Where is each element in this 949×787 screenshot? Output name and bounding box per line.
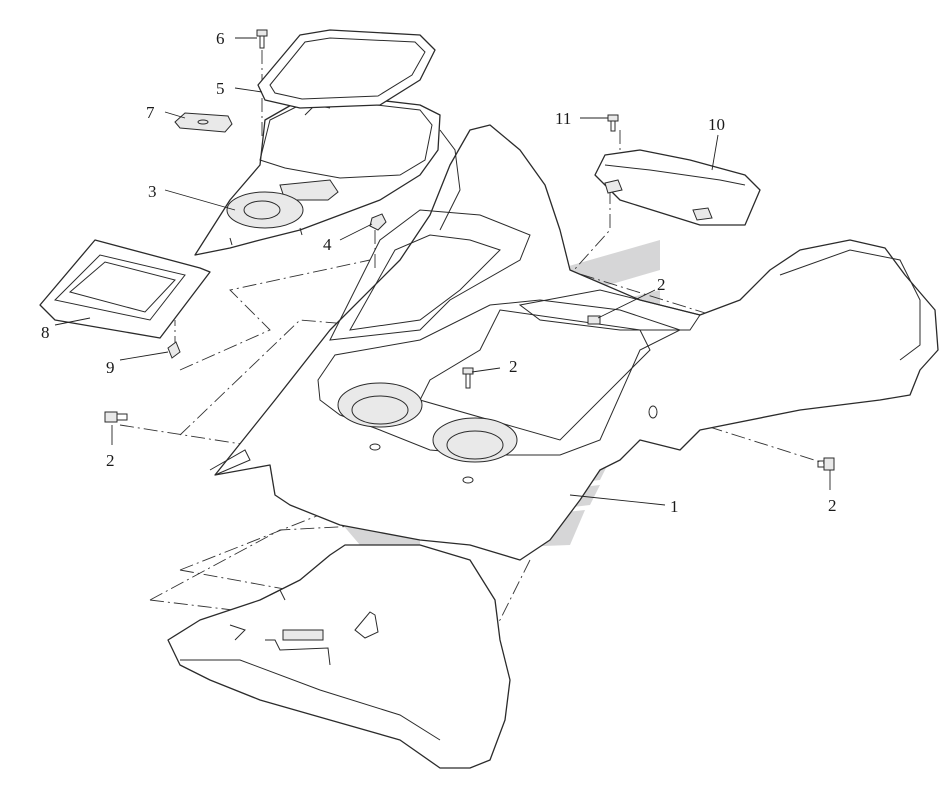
callout-2-right: 2 — [828, 496, 837, 515]
screw-6-icon — [256, 29, 268, 49]
leader-lines — [54, 37, 831, 506]
part-3-upper-cover — [194, 97, 441, 256]
callout-10: 10 — [708, 115, 725, 134]
callout-1: 1 — [670, 497, 679, 516]
screw-11-icon — [607, 114, 619, 132]
callout-2-upper: 2 — [657, 275, 666, 294]
callout-11: 11 — [555, 109, 571, 128]
part-8-tray — [39, 239, 211, 339]
callout-2-left: 2 — [106, 451, 115, 470]
callout-9: 9 — [106, 358, 115, 377]
callout-8: 8 — [41, 323, 50, 342]
bolt-2-center-icon — [462, 367, 474, 389]
callout-5: 5 — [216, 79, 225, 98]
bolt-2-upper-icon — [587, 315, 601, 325]
part-10-storage-box — [594, 149, 761, 226]
callout-4: 4 — [323, 235, 332, 254]
callout-6: 6 — [216, 29, 225, 48]
part-5-trim-ring — [257, 29, 436, 109]
callout-2-center: 2 — [509, 357, 518, 376]
grommet-icon — [648, 405, 658, 419]
bolt-2-left-icon — [104, 411, 128, 423]
fasteners — [104, 29, 835, 471]
part-4-clip — [369, 213, 387, 231]
part-1-console-body — [209, 124, 939, 561]
callout-3: 3 — [148, 182, 157, 201]
lower-floor-panel — [167, 544, 511, 769]
callout-labels: 1 2 2 2 2 3 4 5 6 7 8 9 10 11 — [41, 29, 837, 516]
bolt-2-right-icon — [817, 457, 835, 471]
callout-7: 7 — [146, 103, 155, 122]
part-9-clip — [167, 341, 181, 359]
part-7-plate — [174, 112, 233, 133]
